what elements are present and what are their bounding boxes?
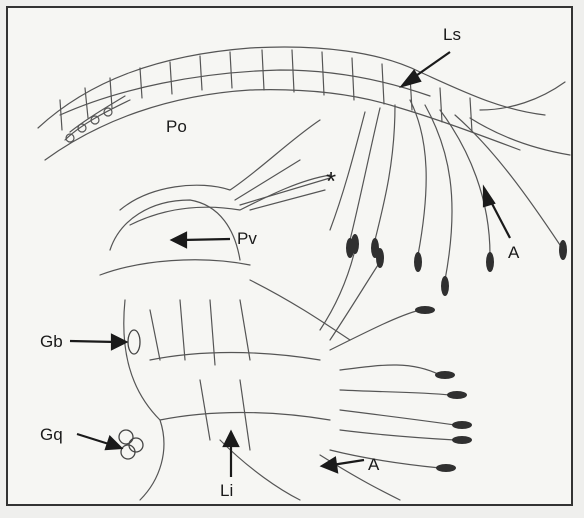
label-ls: Ls xyxy=(443,25,461,44)
label-gb: Gb xyxy=(40,332,63,351)
appendage-tips xyxy=(346,234,567,472)
lower-appendages xyxy=(320,250,455,500)
label-a-upper: A xyxy=(508,243,520,262)
gemmae xyxy=(119,330,143,459)
label-a-lower: A xyxy=(368,455,380,474)
label-po: Po xyxy=(166,117,187,136)
upper-lamina xyxy=(38,47,545,160)
label-asterisk: * xyxy=(326,166,336,196)
central-body xyxy=(100,200,350,500)
upper-appendages xyxy=(330,82,570,280)
label-li: Li xyxy=(220,481,233,500)
middle-lobe xyxy=(120,120,330,225)
label-pv: Pv xyxy=(237,229,257,248)
label-gq: Gq xyxy=(40,425,63,444)
